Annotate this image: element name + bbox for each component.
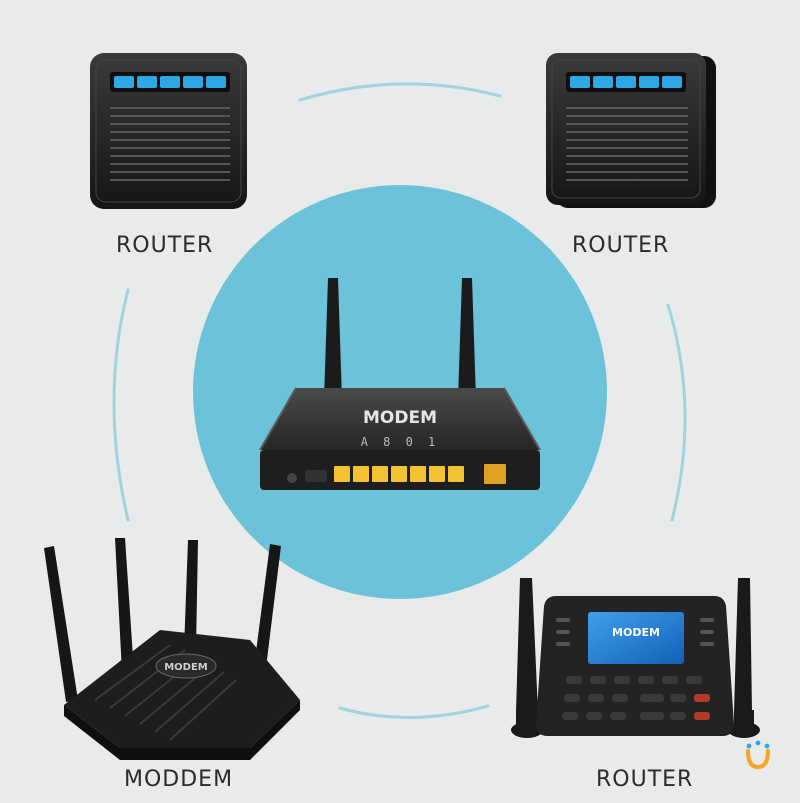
antenna-left (516, 578, 538, 712)
arc-left (112, 288, 130, 522)
device-screen (588, 612, 684, 664)
connection-arcs (112, 82, 687, 720)
label-router-top-left: ROUTER (116, 233, 214, 258)
router-box-top-right (546, 53, 716, 208)
modem-icon (260, 388, 540, 450)
arc-bottom (338, 704, 490, 720)
modem-brand: MODEM (363, 408, 437, 428)
modem-center: MODEM A 8 0 1 (259, 278, 541, 490)
arc-right (666, 303, 687, 522)
antenna-left (324, 278, 342, 400)
keypad (562, 676, 710, 720)
router-box-top-left (90, 53, 247, 209)
ethernet-ports (334, 464, 506, 484)
screen-text: MODEM (612, 626, 660, 639)
vent-grille (566, 107, 688, 181)
brand-badge-text: MODEM (164, 662, 208, 673)
wifi-router-bottom-left: MODEM (44, 538, 300, 760)
vent-grille (110, 107, 230, 181)
label-router-bottom-right: ROUTER (596, 767, 694, 792)
modem-status-lights: A 8 0 1 (361, 435, 440, 449)
loading-badge-icon (746, 740, 770, 770)
label-router-top-right: ROUTER (572, 233, 670, 258)
desk-router-bottom-right: MODEM (511, 578, 760, 738)
label-moddem-bottom-left: MODDEM (124, 767, 234, 792)
antenna-right (458, 278, 476, 400)
power-port (287, 473, 297, 483)
usb-port (305, 470, 327, 482)
antenna-right (734, 578, 752, 712)
brand-badge (155, 653, 217, 679)
arc-top (298, 82, 502, 102)
